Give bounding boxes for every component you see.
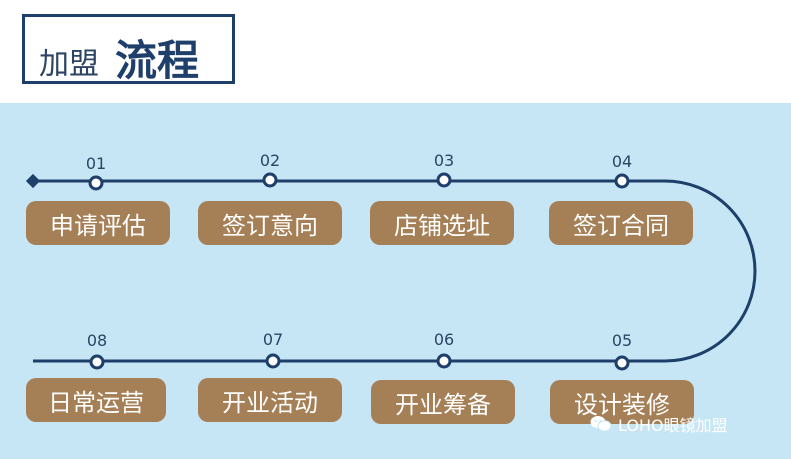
step-label-01: 申请评估 [26,201,170,245]
step-number-05: 05 [611,331,633,350]
node-04 [614,173,630,189]
step-label-04: 签订合同 [549,201,693,245]
node-05 [614,355,630,371]
node-08 [89,354,105,370]
step-number-07: 07 [262,330,284,349]
step-label-06: 开业筹备 [371,380,515,424]
step-number-02: 02 [259,151,281,170]
title-bold: 流程 [115,36,200,85]
node-02 [262,172,278,188]
step-number-01: 01 [85,154,107,173]
step-number-08: 08 [86,331,108,350]
node-01 [88,175,104,191]
node-06 [436,353,452,369]
step-number-06: 06 [433,330,455,349]
step-label-02: 签订意向 [198,201,342,245]
route-nodes [88,172,630,371]
step-label-07: 开业活动 [198,378,342,422]
step-label-08: 日常运营 [26,378,166,422]
route-line [33,179,757,363]
node-03 [436,172,452,188]
node-07 [265,353,281,369]
step-label-05: 设计装修 [550,380,694,424]
title-box: 加盟 流程 [22,14,235,85]
start-diamond-icon [25,173,41,189]
step-number-03: 03 [433,151,455,170]
watermark: LOHO眼镜加盟 [590,412,728,436]
title-plain: 加盟 [39,47,99,82]
watermark-text: LOHO眼镜加盟 [618,416,728,435]
step-label-03: 店铺选址 [370,201,514,245]
step-number-04: 04 [611,152,633,171]
wechat-icon [590,416,612,432]
